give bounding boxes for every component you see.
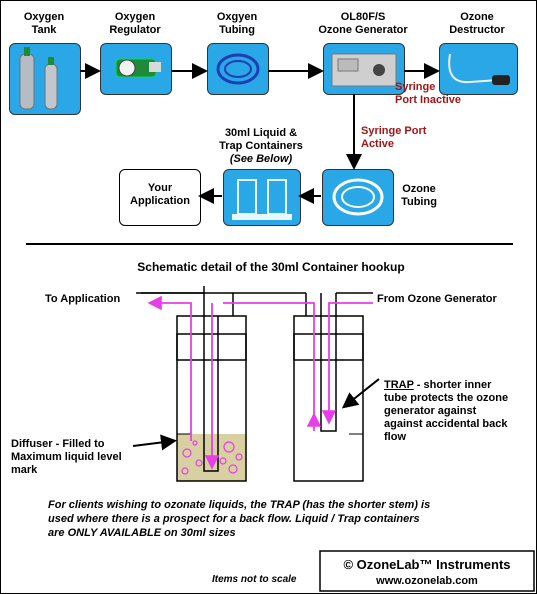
- ozone-tubing-image: [322, 169, 394, 226]
- brand-name: © OzoneLab™ Instruments: [343, 557, 511, 572]
- oxygen-tubing-image: [207, 43, 269, 95]
- ozone-destructor-image: [439, 43, 518, 95]
- ozone-generator-image: [323, 43, 405, 95]
- generator-label: OL80F/S Ozone Generator: [318, 11, 408, 36]
- syringe-active-label: Syringe Port Active: [361, 125, 427, 150]
- ozone-tubing-coil-icon: [332, 178, 384, 216]
- diffuser-label: Diffuser - Filled to Maximum liquid leve…: [11, 438, 122, 476]
- your-application-label: Your Application: [130, 182, 190, 207]
- containers-icon: [232, 179, 292, 220]
- from-generator-label: From Ozone Generator: [377, 293, 497, 305]
- oxygen-tank-image: [9, 43, 81, 115]
- ozone-tubing-label: Ozone Tubing: [401, 183, 437, 208]
- scale-note: Items not to scale: [212, 574, 297, 585]
- destructor-label: Ozone Destructor: [449, 11, 505, 36]
- see-below-label: (See Below): [229, 153, 293, 165]
- oxygen-tubing-label: Oxgyen Tubing: [216, 11, 258, 36]
- trap-word: TRAP: [384, 379, 414, 391]
- gas-flow: [147, 295, 373, 470]
- trap-text: - shorter inner tube protects the ozone …: [384, 379, 509, 443]
- brand-url: www.ozonelab.com: [376, 575, 478, 587]
- bubbles: [181, 440, 243, 475]
- tubes: [136, 286, 373, 472]
- flow-arrows: [80, 63, 440, 204]
- generator-icon: [331, 53, 397, 87]
- containers-image: [223, 169, 301, 226]
- to-application-label: To Application: [45, 293, 121, 305]
- oxygen-regulator-label: Oxygen Regulator: [109, 11, 161, 36]
- oxygen-tank-label: Oxygen Tank: [23, 11, 65, 36]
- brand-box: [319, 550, 535, 592]
- callouts: [132, 378, 380, 451]
- oxygen-tank-icon: [19, 47, 58, 110]
- trap-label: TRAP - shorter inner tube protects the o…: [384, 366, 514, 444]
- oxygen-regulator-image: [100, 43, 172, 95]
- regulator-icon: [115, 58, 161, 78]
- destructor-icon: [448, 53, 510, 85]
- schematic-title: Schematic detail of the 30ml Container h…: [137, 260, 405, 274]
- tubing-coil-icon: [216, 53, 260, 85]
- syringe-inactive-label: Syringe Port Inactive: [395, 81, 462, 106]
- containers-label: 30ml Liquid & Trap Containers: [219, 127, 303, 152]
- your-application-box: [119, 169, 201, 226]
- footer-note: For clients wishing to ozonate liquids, …: [48, 499, 431, 539]
